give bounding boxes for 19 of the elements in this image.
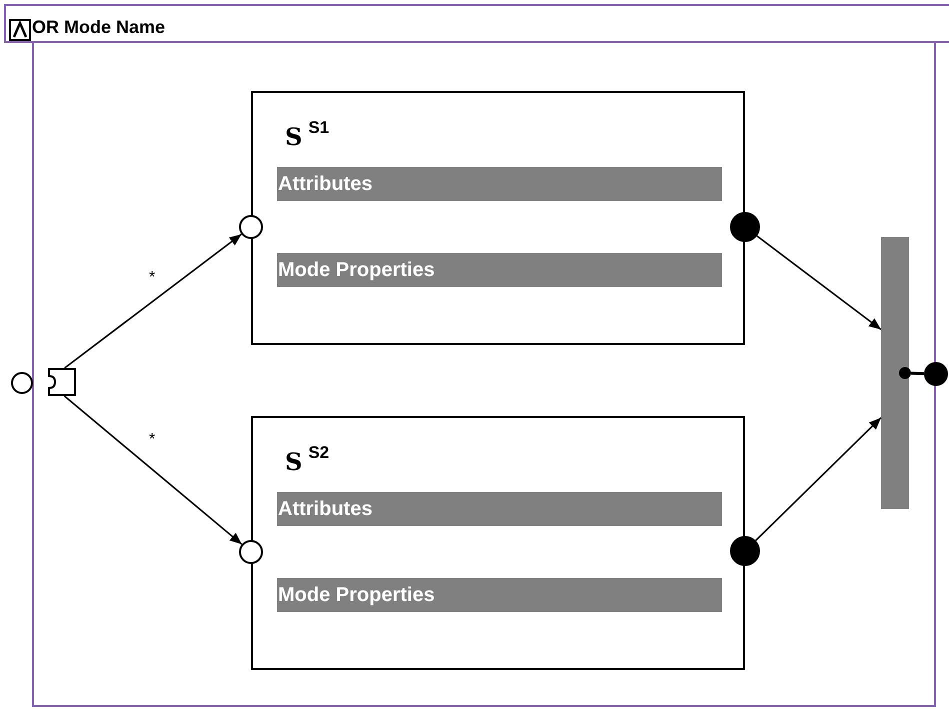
state-box [251, 416, 745, 670]
state-symbol: S [285, 125, 302, 149]
section-bar: Attributes [277, 167, 722, 201]
entry-bracket [48, 368, 76, 396]
arrow [64, 234, 242, 369]
join-bar [881, 237, 909, 509]
filled-port [924, 362, 948, 386]
state-name: S2 [308, 444, 330, 461]
arrow [755, 417, 882, 542]
filled-port [899, 367, 911, 379]
section-bar: Attributes [277, 492, 722, 526]
arrow [756, 235, 882, 330]
arrow [64, 395, 242, 545]
mode-title: OR Mode Name [32, 18, 166, 36]
section-bar: Mode Properties [277, 253, 722, 287]
state-name: S1 [308, 119, 330, 136]
state-box [251, 91, 745, 345]
section-bar: Mode Properties [277, 578, 722, 612]
state-symbol: S [285, 450, 302, 474]
